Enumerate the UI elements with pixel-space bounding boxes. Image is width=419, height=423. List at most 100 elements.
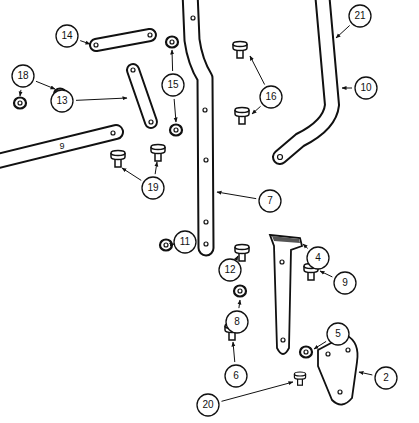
leader-line bbox=[250, 56, 265, 85]
upright-bar-face bbox=[190, 0, 206, 248]
callout-circle: 4 bbox=[306, 246, 330, 270]
callout-circle: 11 bbox=[173, 230, 197, 254]
bolt bbox=[233, 42, 247, 59]
washer bbox=[160, 240, 172, 251]
hole bbox=[111, 131, 115, 135]
callout-circle: 9 bbox=[333, 271, 357, 295]
hole bbox=[204, 158, 208, 162]
callout-number: 15 bbox=[167, 80, 178, 90]
leader-line bbox=[239, 300, 240, 308]
callout-circle: 18 bbox=[11, 64, 35, 88]
hole bbox=[148, 33, 152, 37]
bolt bbox=[294, 372, 305, 385]
callout-circle: 6 bbox=[224, 364, 248, 388]
link-plate-outline bbox=[96, 35, 150, 45]
washer bbox=[14, 98, 26, 109]
leader-line bbox=[217, 192, 256, 199]
callout-circle: 13 bbox=[50, 89, 74, 113]
callout-number: 7 bbox=[267, 196, 273, 206]
leader-line bbox=[155, 162, 157, 174]
hole bbox=[94, 43, 98, 47]
callout-number: 21 bbox=[354, 11, 365, 21]
hole bbox=[203, 108, 207, 112]
hole bbox=[191, 16, 195, 20]
callout-number: 11 bbox=[180, 237, 190, 247]
leader-lines bbox=[20, 25, 372, 401]
bracket-plate bbox=[270, 235, 302, 354]
long-bar-outline bbox=[0, 132, 116, 163]
leader-line bbox=[252, 106, 261, 114]
hole bbox=[280, 260, 284, 264]
leader-line bbox=[36, 81, 55, 89]
hole bbox=[149, 120, 153, 124]
callout-number: 19 bbox=[147, 183, 158, 193]
leader-line bbox=[20, 90, 22, 96]
curved-bar-face bbox=[280, 0, 332, 157]
callout-number: 2 bbox=[383, 373, 389, 383]
leader-line bbox=[76, 98, 127, 100]
leader-line bbox=[303, 244, 308, 248]
hole bbox=[326, 352, 330, 356]
leader-line bbox=[233, 342, 235, 362]
callout-circle: 19 bbox=[141, 176, 165, 200]
callout-circle: 20 bbox=[196, 393, 220, 417]
hole bbox=[204, 220, 208, 224]
callout-circle: 8 bbox=[225, 310, 249, 334]
leader-line bbox=[359, 372, 372, 375]
washer bbox=[166, 37, 178, 48]
leader-line bbox=[172, 50, 174, 71]
leader-line bbox=[174, 99, 176, 122]
callout-circle: 15 bbox=[161, 73, 185, 97]
leader-line bbox=[80, 41, 90, 44]
callout-circle: 10 bbox=[354, 76, 378, 100]
leader-line bbox=[320, 271, 332, 277]
callout-number: 14 bbox=[61, 31, 72, 41]
washer bbox=[300, 347, 312, 358]
hole bbox=[338, 390, 342, 394]
link-plate-outline bbox=[133, 70, 151, 122]
long-bar bbox=[0, 131, 116, 163]
part-number: 9 bbox=[59, 142, 64, 151]
hole bbox=[278, 155, 283, 160]
callout-circle: 16 bbox=[259, 85, 283, 109]
link-plate-face bbox=[133, 70, 151, 122]
link-plate bbox=[131, 68, 153, 124]
long-bar-face bbox=[0, 132, 116, 163]
callout-number: 20 bbox=[202, 400, 213, 410]
hole bbox=[204, 242, 208, 246]
callout-circle: 12 bbox=[218, 258, 242, 282]
callout-number: 4 bbox=[315, 253, 321, 263]
callout-number: 18 bbox=[17, 71, 28, 81]
leader-line bbox=[237, 256, 238, 258]
bolt bbox=[111, 151, 125, 168]
callout-number: 6 bbox=[233, 371, 239, 381]
curved-bar-outline bbox=[280, 0, 332, 157]
upright-bar bbox=[190, 0, 208, 248]
hole bbox=[346, 348, 350, 352]
bolt bbox=[235, 108, 249, 125]
curved-bar bbox=[278, 0, 333, 160]
leader-line bbox=[314, 341, 326, 349]
leader-line bbox=[342, 88, 352, 89]
callout-number: 9 bbox=[342, 278, 348, 288]
callout-number: 8 bbox=[234, 317, 240, 327]
link-plate-face bbox=[96, 35, 150, 45]
callout-circle: 2 bbox=[374, 366, 398, 390]
hole bbox=[281, 338, 285, 342]
callout-number: 16 bbox=[265, 92, 276, 102]
washer bbox=[170, 125, 182, 136]
bolt bbox=[235, 245, 249, 262]
callout-circle: 5 bbox=[326, 322, 350, 346]
callout-circle: 21 bbox=[348, 4, 372, 28]
hole bbox=[131, 68, 135, 72]
washer bbox=[234, 286, 246, 297]
link-plate bbox=[94, 33, 152, 47]
callout-circle: 14 bbox=[55, 24, 79, 48]
leader-line bbox=[336, 25, 350, 38]
leader-line bbox=[122, 168, 141, 180]
callout-number: 12 bbox=[224, 265, 235, 275]
upright-bar-outline bbox=[190, 0, 206, 248]
callout-number: 13 bbox=[56, 96, 67, 106]
callout-circle: 7 bbox=[258, 189, 282, 213]
